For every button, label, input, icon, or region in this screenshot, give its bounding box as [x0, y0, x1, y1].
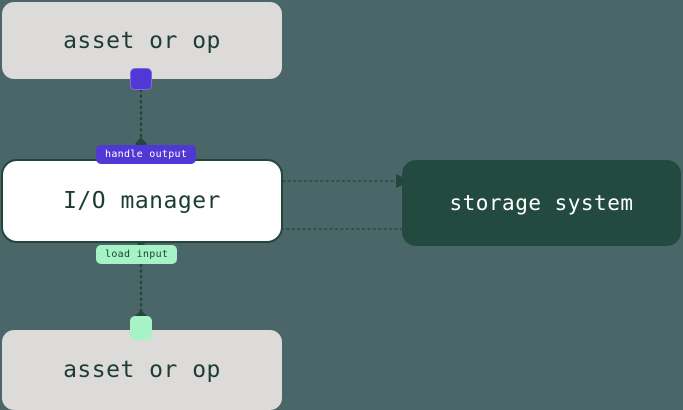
node-label: I/O manager — [63, 188, 221, 214]
edge-label-text: handle output — [105, 149, 188, 160]
edge-label-text: load input — [105, 249, 169, 260]
node-label: asset or op — [63, 27, 221, 54]
node-storage-system[interactable]: storage system — [402, 160, 681, 246]
node-label: asset or op — [63, 357, 221, 383]
node-asset-or-op-top[interactable]: asset or op — [2, 2, 282, 79]
output-port-icon[interactable] — [130, 68, 152, 90]
node-io-manager[interactable]: I/O manager — [1, 159, 283, 243]
edge-label-handle-output[interactable]: handle output — [96, 145, 197, 164]
edge-label-load-input[interactable]: load input — [96, 245, 178, 264]
node-label: storage system — [449, 191, 634, 215]
input-port-icon[interactable] — [130, 316, 152, 340]
node-asset-or-op-bottom[interactable]: asset or op — [2, 330, 282, 410]
